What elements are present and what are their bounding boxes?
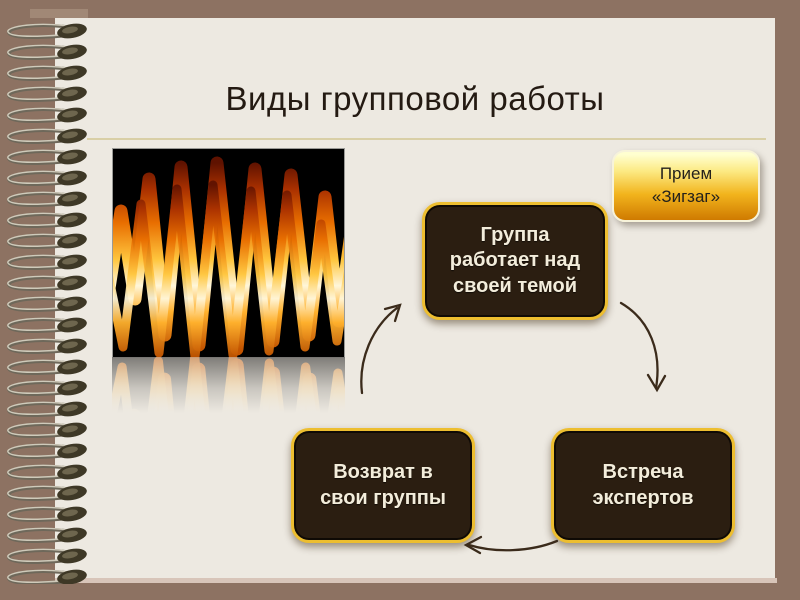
waveform-image (112, 148, 345, 358)
waveform-art-icon (113, 149, 344, 357)
zigzag-badge: Прием «Зигзаг» (612, 150, 760, 222)
waveform-reflection (112, 357, 345, 413)
cycle-step-label: Возврат в свои группы (320, 460, 446, 509)
page-behind-edge (30, 9, 88, 18)
paper-bottom-edge (55, 578, 777, 583)
cycle-step-experts-meeting: Встреча экспертов (551, 428, 735, 543)
spiral-binding-icon (0, 22, 115, 584)
cycle-step-label: Группа работает над своей темой (449, 223, 581, 297)
zigzag-badge-label: Прием «Зигзаг» (651, 164, 721, 206)
reflection-fade (112, 357, 345, 413)
cycle-step-label: Встреча экспертов (592, 460, 694, 509)
title-divider (87, 138, 766, 140)
cycle-step-return-groups: Возврат в свои группы (291, 428, 475, 543)
cycle-step-group-topic: Группа работает над своей темой (422, 202, 608, 320)
slide-title: Виды групповой работы (225, 80, 605, 118)
